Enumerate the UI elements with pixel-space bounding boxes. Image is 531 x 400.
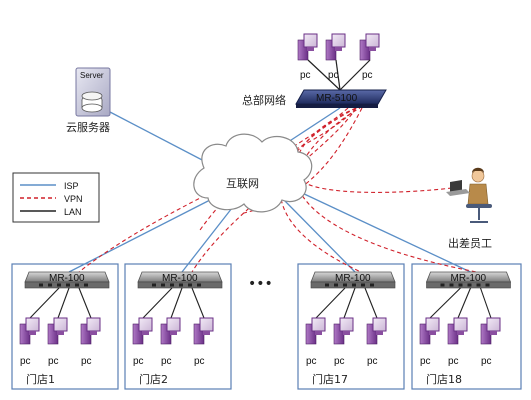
store-pc-icon: [447, 317, 468, 345]
isp-line: [281, 107, 341, 147]
store-pc-label: pc: [48, 356, 59, 367]
hq-lan-line: [307, 59, 341, 91]
isp-line: [109, 111, 207, 163]
store-pc-icon: [160, 317, 181, 345]
store-router-label: MR-100: [335, 273, 371, 284]
store-lan-line: [364, 287, 378, 319]
store-name: 门店18: [426, 372, 462, 386]
store-router-label: MR-100: [49, 273, 85, 284]
store-lan-line: [315, 287, 346, 319]
legend: ISP VPN LAN: [12, 172, 100, 223]
store-lan-line: [457, 287, 472, 319]
store-1: MR-100 pc pc pc 门店1: [19, 271, 110, 386]
store-pc-label: pc: [81, 356, 92, 367]
hq-pc-icon: [297, 33, 318, 61]
internet-label: 互联网: [226, 177, 259, 190]
store-pc-icon: [132, 317, 153, 345]
store-lan-line: [191, 287, 205, 319]
headquarters: pc pc pc MR-5100 总部网络: [242, 33, 387, 108]
isp-line: [283, 199, 356, 273]
server-badge: Server: [80, 71, 104, 80]
vpn-line: [279, 107, 362, 273]
store-router-label: MR-100: [162, 273, 198, 284]
store-box: [297, 263, 405, 390]
store-pc-icon: [80, 317, 101, 345]
store-box: [411, 263, 522, 390]
store-pc-icon: [305, 317, 326, 345]
store-pc-label: pc: [133, 356, 144, 367]
mobile-employee: 出差员工: [446, 167, 492, 250]
cloud-server: Server 云服务器: [66, 67, 111, 134]
stores: MR-100 pc pc pc 门店1 MR-100 pc pc pc 门店2 MR-100 pc pc…: [19, 271, 512, 386]
store-pc-label: pc: [306, 356, 317, 367]
store-boxes: [11, 263, 522, 390]
store-pc-label: pc: [20, 356, 31, 367]
internet-cloud: 互联网: [193, 133, 313, 213]
store-pc-icon: [193, 317, 214, 345]
store-pc-label: pc: [334, 356, 345, 367]
laptop-icon: [446, 180, 470, 196]
store-pc-icon: [333, 317, 354, 345]
store-router-label: MR-100: [451, 273, 487, 284]
store-pc-label: pc: [448, 356, 459, 367]
store-pc-icon: [19, 317, 40, 345]
hq-pc-icon: [325, 33, 346, 61]
cloud-server-label: 云服务器: [66, 121, 110, 134]
hq-pc-label: pc: [362, 70, 373, 81]
store-lan-line: [29, 287, 60, 319]
store-2: MR-100 pc pc pc 门店2: [132, 271, 223, 386]
legend-label-vpn: VPN: [64, 194, 83, 204]
store-pc-label: pc: [481, 356, 492, 367]
store-lan-line: [142, 287, 173, 319]
store-4: MR-100 pc pc pc 门店18: [419, 271, 512, 386]
hq-router-label: MR-5100: [316, 93, 358, 104]
store-pc-label: pc: [194, 356, 205, 367]
store-pc-label: pc: [420, 356, 431, 367]
more-stores-ellipsis: •••: [248, 276, 273, 292]
vpn-line: [78, 107, 357, 273]
mobile-employee-label: 出差员工: [448, 236, 492, 250]
store-lan-line: [479, 287, 492, 319]
store-pc-label: pc: [161, 356, 172, 367]
person-icon: [466, 167, 492, 223]
hq-lan-line: [335, 59, 341, 91]
store-lan-line: [78, 287, 92, 319]
hq-pcs: pc pc pc: [297, 33, 380, 91]
hq-pc-icon: [359, 33, 380, 61]
store-lan-line: [170, 287, 183, 319]
legend-label-lan: LAN: [64, 207, 82, 217]
store-name: 门店17: [312, 372, 348, 386]
store-pc-icon: [47, 317, 68, 345]
hq-pc-label: pc: [300, 70, 311, 81]
hq-lan-line: [339, 59, 371, 91]
isp-line: [181, 207, 233, 273]
store-pc-icon: [419, 317, 440, 345]
hq-label: 总部网络: [242, 93, 286, 107]
hq-pc-label: pc: [328, 70, 339, 81]
legend-label-isp: ISP: [64, 181, 79, 191]
isp-line: [299, 191, 471, 273]
store-pc-label: pc: [367, 356, 378, 367]
store-name: 门店2: [139, 372, 168, 386]
store-name: 门店1: [26, 372, 55, 386]
store-pc-icon: [366, 317, 387, 345]
store-pc-icon: [480, 317, 501, 345]
store-box: [124, 263, 232, 390]
isp-line: [68, 199, 211, 273]
store-box: [11, 263, 119, 390]
store-lan-line: [343, 287, 356, 319]
store-3: MR-100 pc pc pc 门店17: [305, 271, 396, 386]
store-lan-line: [57, 287, 70, 319]
store-lan-line: [429, 287, 461, 319]
